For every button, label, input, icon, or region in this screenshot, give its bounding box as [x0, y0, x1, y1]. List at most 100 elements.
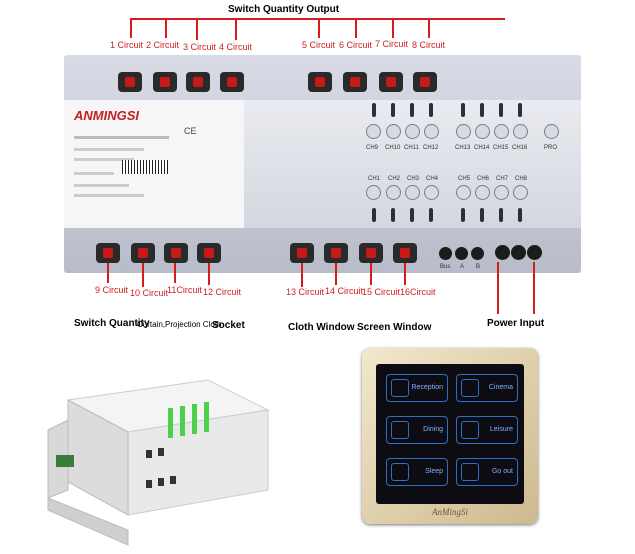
brand-logo: ANMINGSI: [74, 108, 139, 123]
led-bar: [168, 408, 173, 438]
scene-button-cinema[interactable]: Cinema: [456, 374, 518, 402]
bus-terminal-a: [455, 247, 468, 260]
label-line: [74, 184, 129, 187]
touch-panel: Reception Cinema Dining Leisure Sleep Go…: [362, 348, 538, 524]
ch-label: CH7: [496, 176, 509, 182]
label-line: [74, 158, 134, 161]
terminal-1: [118, 72, 142, 92]
sleep-icon: [391, 463, 409, 481]
status-display: [56, 455, 74, 467]
power-terminal-e: [527, 245, 542, 260]
indicator-ch5: [456, 185, 471, 200]
circuit-label-4: 4 Circuit: [219, 42, 253, 52]
bus-terminal-b: [471, 247, 484, 260]
label-line: [74, 194, 144, 197]
circuit-label-13: 13 Circuit: [286, 287, 325, 297]
circuit-label-11: 11Circuit: [167, 285, 202, 295]
group-label-curtain: Curtain,Projection Cloth: [137, 320, 222, 329]
indicator-ch15: [494, 124, 509, 139]
label-line: [74, 136, 169, 139]
ch-label: CH14: [474, 145, 490, 151]
circuit-label-15: 15 Circuit: [362, 287, 401, 297]
terminal-9: [96, 243, 120, 263]
device-label-panel: ANMINGSI CE: [64, 100, 244, 228]
bracket-tick: [130, 18, 132, 38]
ch-label: CH2: [388, 176, 401, 182]
circuit-label-12: 12 Circuit: [203, 287, 242, 297]
slot: [391, 208, 395, 222]
indicator-pro: [544, 124, 559, 139]
scene-button-reception[interactable]: Reception: [386, 374, 448, 402]
scene-button-go-out[interactable]: Go out: [456, 458, 518, 486]
ch-label: CH5: [458, 176, 471, 182]
indicator-ch4: [424, 185, 439, 200]
terminal-10: [131, 243, 155, 263]
slot: [499, 208, 503, 222]
circuit-label-8: 8 Circuit: [412, 40, 446, 50]
leisure-icon: [461, 421, 479, 439]
pointer-line: [174, 263, 176, 283]
circuit-label-6: 6 Circuit: [339, 40, 373, 50]
bus-terminal: [439, 247, 452, 260]
indicator-ch8: [513, 185, 528, 200]
circuit-label-9: 9 Circuit: [95, 285, 129, 295]
terminal-hole: [158, 448, 164, 456]
scene-button-sleep[interactable]: Sleep: [386, 458, 448, 486]
ch-label: CH4: [426, 176, 439, 182]
terminal-7: [379, 72, 403, 92]
indicator-ch6: [475, 185, 490, 200]
terminal-15: [359, 243, 383, 263]
led-bar: [192, 404, 197, 434]
group-label-socket: Socket: [212, 320, 245, 331]
indicator-ch2: [386, 185, 401, 200]
power-pointer-line: [497, 262, 499, 314]
slot: [410, 208, 414, 222]
bracket-tick: [165, 18, 167, 38]
slot: [410, 103, 414, 117]
circuit-label-10: 10 Circuit: [130, 288, 169, 298]
reception-icon: [391, 379, 409, 397]
pointer-line: [301, 263, 303, 287]
slot: [372, 103, 376, 117]
slot: [461, 103, 465, 117]
bus-label: Bus: [440, 264, 451, 270]
terminal-12: [197, 243, 221, 263]
indicator-ch16: [513, 124, 528, 139]
indicator-ch14: [475, 124, 490, 139]
ch-label: CH16: [512, 145, 528, 151]
indicator-ch7: [494, 185, 509, 200]
indicator-ch1: [366, 185, 381, 200]
ch-label: CH6: [477, 176, 490, 182]
indicator-ch3: [405, 185, 420, 200]
slot: [429, 103, 433, 117]
pointer-line: [404, 263, 406, 285]
terminal-5: [308, 72, 332, 92]
label-line: [74, 172, 114, 175]
indicator-ch12: [424, 124, 439, 139]
switch-quantity-output-title: Switch Quantity Output: [228, 4, 340, 15]
scene-button-dining[interactable]: Dining: [386, 416, 448, 444]
terminal-hole: [170, 476, 176, 484]
label-line: [74, 148, 144, 151]
dining-icon: [391, 421, 409, 439]
slot: [518, 103, 522, 117]
terminal-hole: [158, 478, 164, 486]
terminal-8: [413, 72, 437, 92]
terminal-6: [343, 72, 367, 92]
pointer-line: [335, 263, 337, 285]
ch-label: CH10: [385, 145, 401, 151]
group-label-cloth-window: Cloth Window: [288, 322, 355, 333]
power-terminal-l: [495, 245, 510, 260]
module-base: [47, 497, 129, 546]
terminal-3: [186, 72, 210, 92]
bracket-tick: [392, 18, 394, 38]
bus-b-label: B: [476, 264, 481, 270]
group-label-switch-quantity: Switch Quantity: [74, 318, 150, 329]
terminal-hole: [146, 450, 152, 458]
ce-mark: CE: [184, 126, 197, 136]
scene-button-leisure[interactable]: Leisure: [456, 416, 518, 444]
terminal-16: [393, 243, 417, 263]
ch-label: CH1: [368, 176, 381, 182]
group-label-screen-window: Screen Window: [357, 322, 432, 333]
bus-a-label: A: [460, 264, 465, 270]
